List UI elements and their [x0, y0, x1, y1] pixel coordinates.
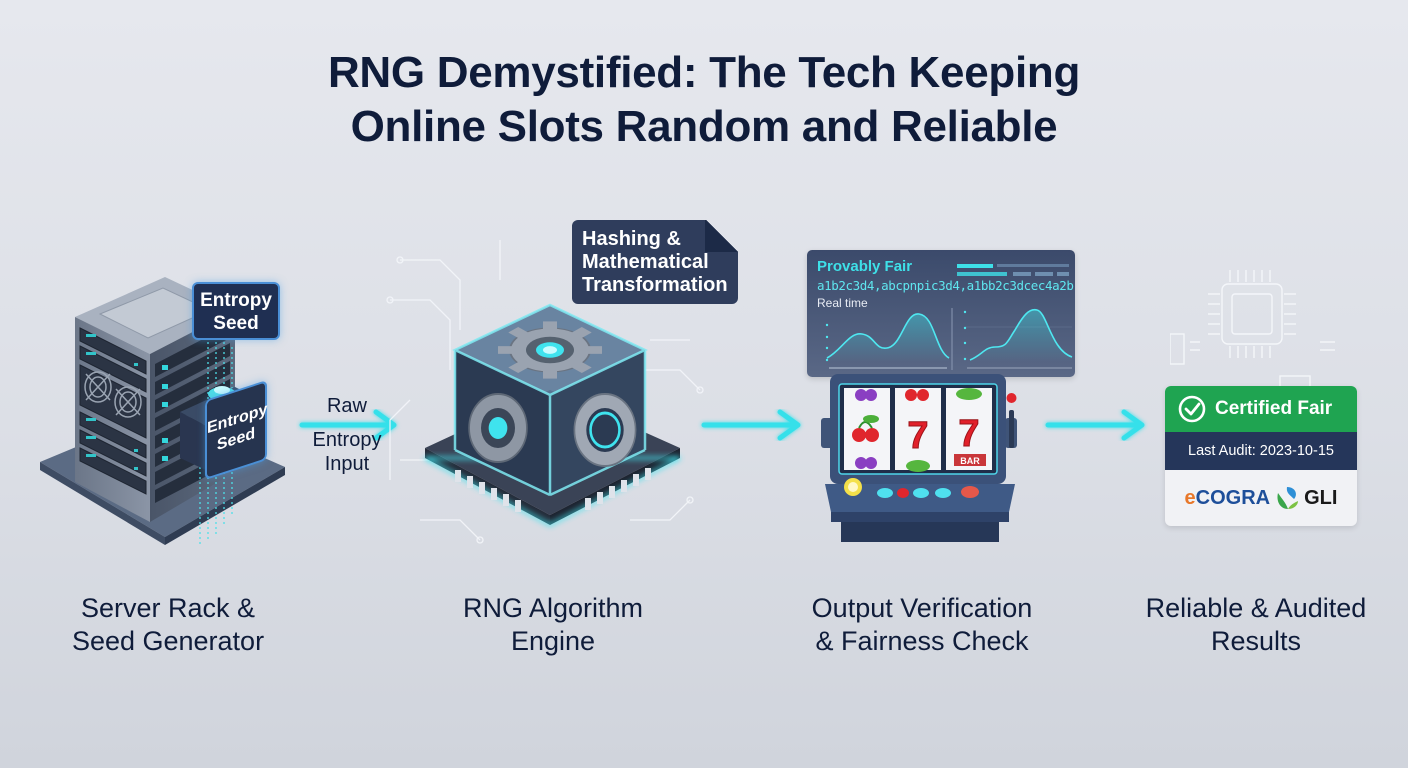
caption-rng-engine: RNG Algorithm Engine — [462, 593, 644, 656]
gear-cube-chip-icon — [424, 303, 681, 527]
caption-server-rack: Server Rack & Seed Generator — [71, 593, 265, 656]
dashboard-title: Provably Fair — [817, 258, 913, 275]
certification-badge: Certified Fair Last Audit: 2023-10-15 eC… — [1165, 386, 1357, 526]
slot-machine-illustration: 7 7 BAR — [815, 368, 1025, 543]
title-line-1: RNG Demystified: The Tech Keeping — [327, 48, 1081, 97]
svg-text:7: 7 — [907, 415, 928, 457]
gli-leaf-icon — [1277, 487, 1299, 509]
reel-1 — [852, 389, 879, 469]
certified-status: Certified Fair — [1215, 398, 1333, 419]
arrow-engine-to-verification — [701, 409, 801, 441]
auditor-logos: eCOGRA GLI — [1165, 470, 1357, 526]
ecogra-logo: eCOGRA — [1184, 486, 1271, 509]
entropy-seed-badge-top: Entropy Seed — [192, 282, 280, 340]
arrow-label-raw-entropy-input: Raw Entropy Input — [312, 395, 382, 475]
server-rack-illustration: Entropy Seed Entropy Seed — [30, 262, 300, 552]
page-title: RNG Demystified: The Tech Keeping Online… — [0, 46, 1408, 154]
slot-machine-icon: 7 7 BAR — [821, 374, 1017, 542]
circuit-chip-background — [1170, 270, 1335, 391]
last-audit-row: Last Audit: 2023-10-15 — [1165, 432, 1357, 470]
provably-fair-dashboard: Provably Fair a1b2c3d4,abcpnpic3d4,a1bb2… — [807, 250, 1075, 377]
rng-engine-illustration — [400, 280, 700, 540]
dashboard-charts — [825, 264, 1073, 370]
note-folded-corner — [705, 220, 739, 252]
title-line-2: Online Slots Random and Reliable — [350, 102, 1058, 151]
certified-fair-banner: Certified Fair — [1165, 386, 1357, 432]
arrow-server-to-engine — [299, 409, 397, 441]
reel-3: 7 BAR — [954, 388, 986, 466]
dashboard-subtitle: Real time — [817, 296, 868, 310]
caption-output-verification: Output Verification & Fairness Check — [811, 593, 1033, 656]
check-circle-icon — [1178, 395, 1206, 423]
caption-reliable-results: Reliable & Audited Results — [1145, 593, 1367, 656]
dashboard-hash: a1b2c3d4,abcpnpic3d4,a1bb2c3dcec4a2b — [817, 278, 1074, 293]
last-audit-date: Last Audit: 2023-10-15 — [1188, 443, 1334, 459]
arrow-verification-to-results — [1045, 409, 1145, 441]
reel-2: 7 — [905, 389, 930, 472]
gli-logo: GLI — [1304, 486, 1338, 509]
svg-text:BAR: BAR — [960, 456, 980, 466]
svg-text:7: 7 — [958, 413, 979, 455]
